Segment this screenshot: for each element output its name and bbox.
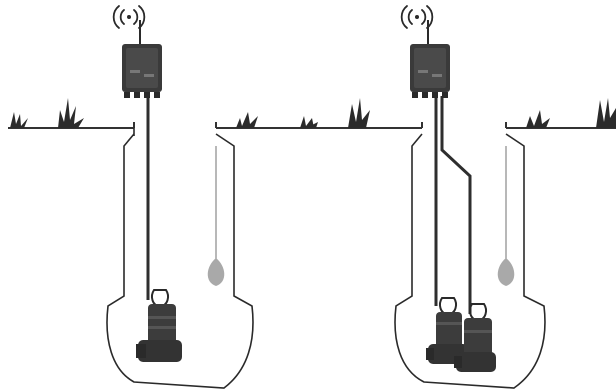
float-switch-icon	[207, 146, 225, 286]
wet-well-outline	[106, 133, 254, 389]
wifi-signal-icon	[400, 5, 434, 29]
submersible-pump-icon	[136, 289, 182, 362]
grass-icon	[10, 98, 370, 128]
pump-cable	[440, 96, 472, 314]
wet-well-outline	[394, 133, 546, 389]
wireless-controller-icon	[410, 20, 450, 98]
panel-dual-pump	[394, 5, 616, 389]
wifi-signal-icon	[112, 5, 146, 29]
submersible-pump-icon	[454, 303, 496, 372]
wireless-controller-icon	[122, 20, 162, 98]
float-switch-icon	[497, 146, 515, 286]
panel-single-pump	[8, 5, 406, 389]
grass-icon	[526, 98, 616, 128]
